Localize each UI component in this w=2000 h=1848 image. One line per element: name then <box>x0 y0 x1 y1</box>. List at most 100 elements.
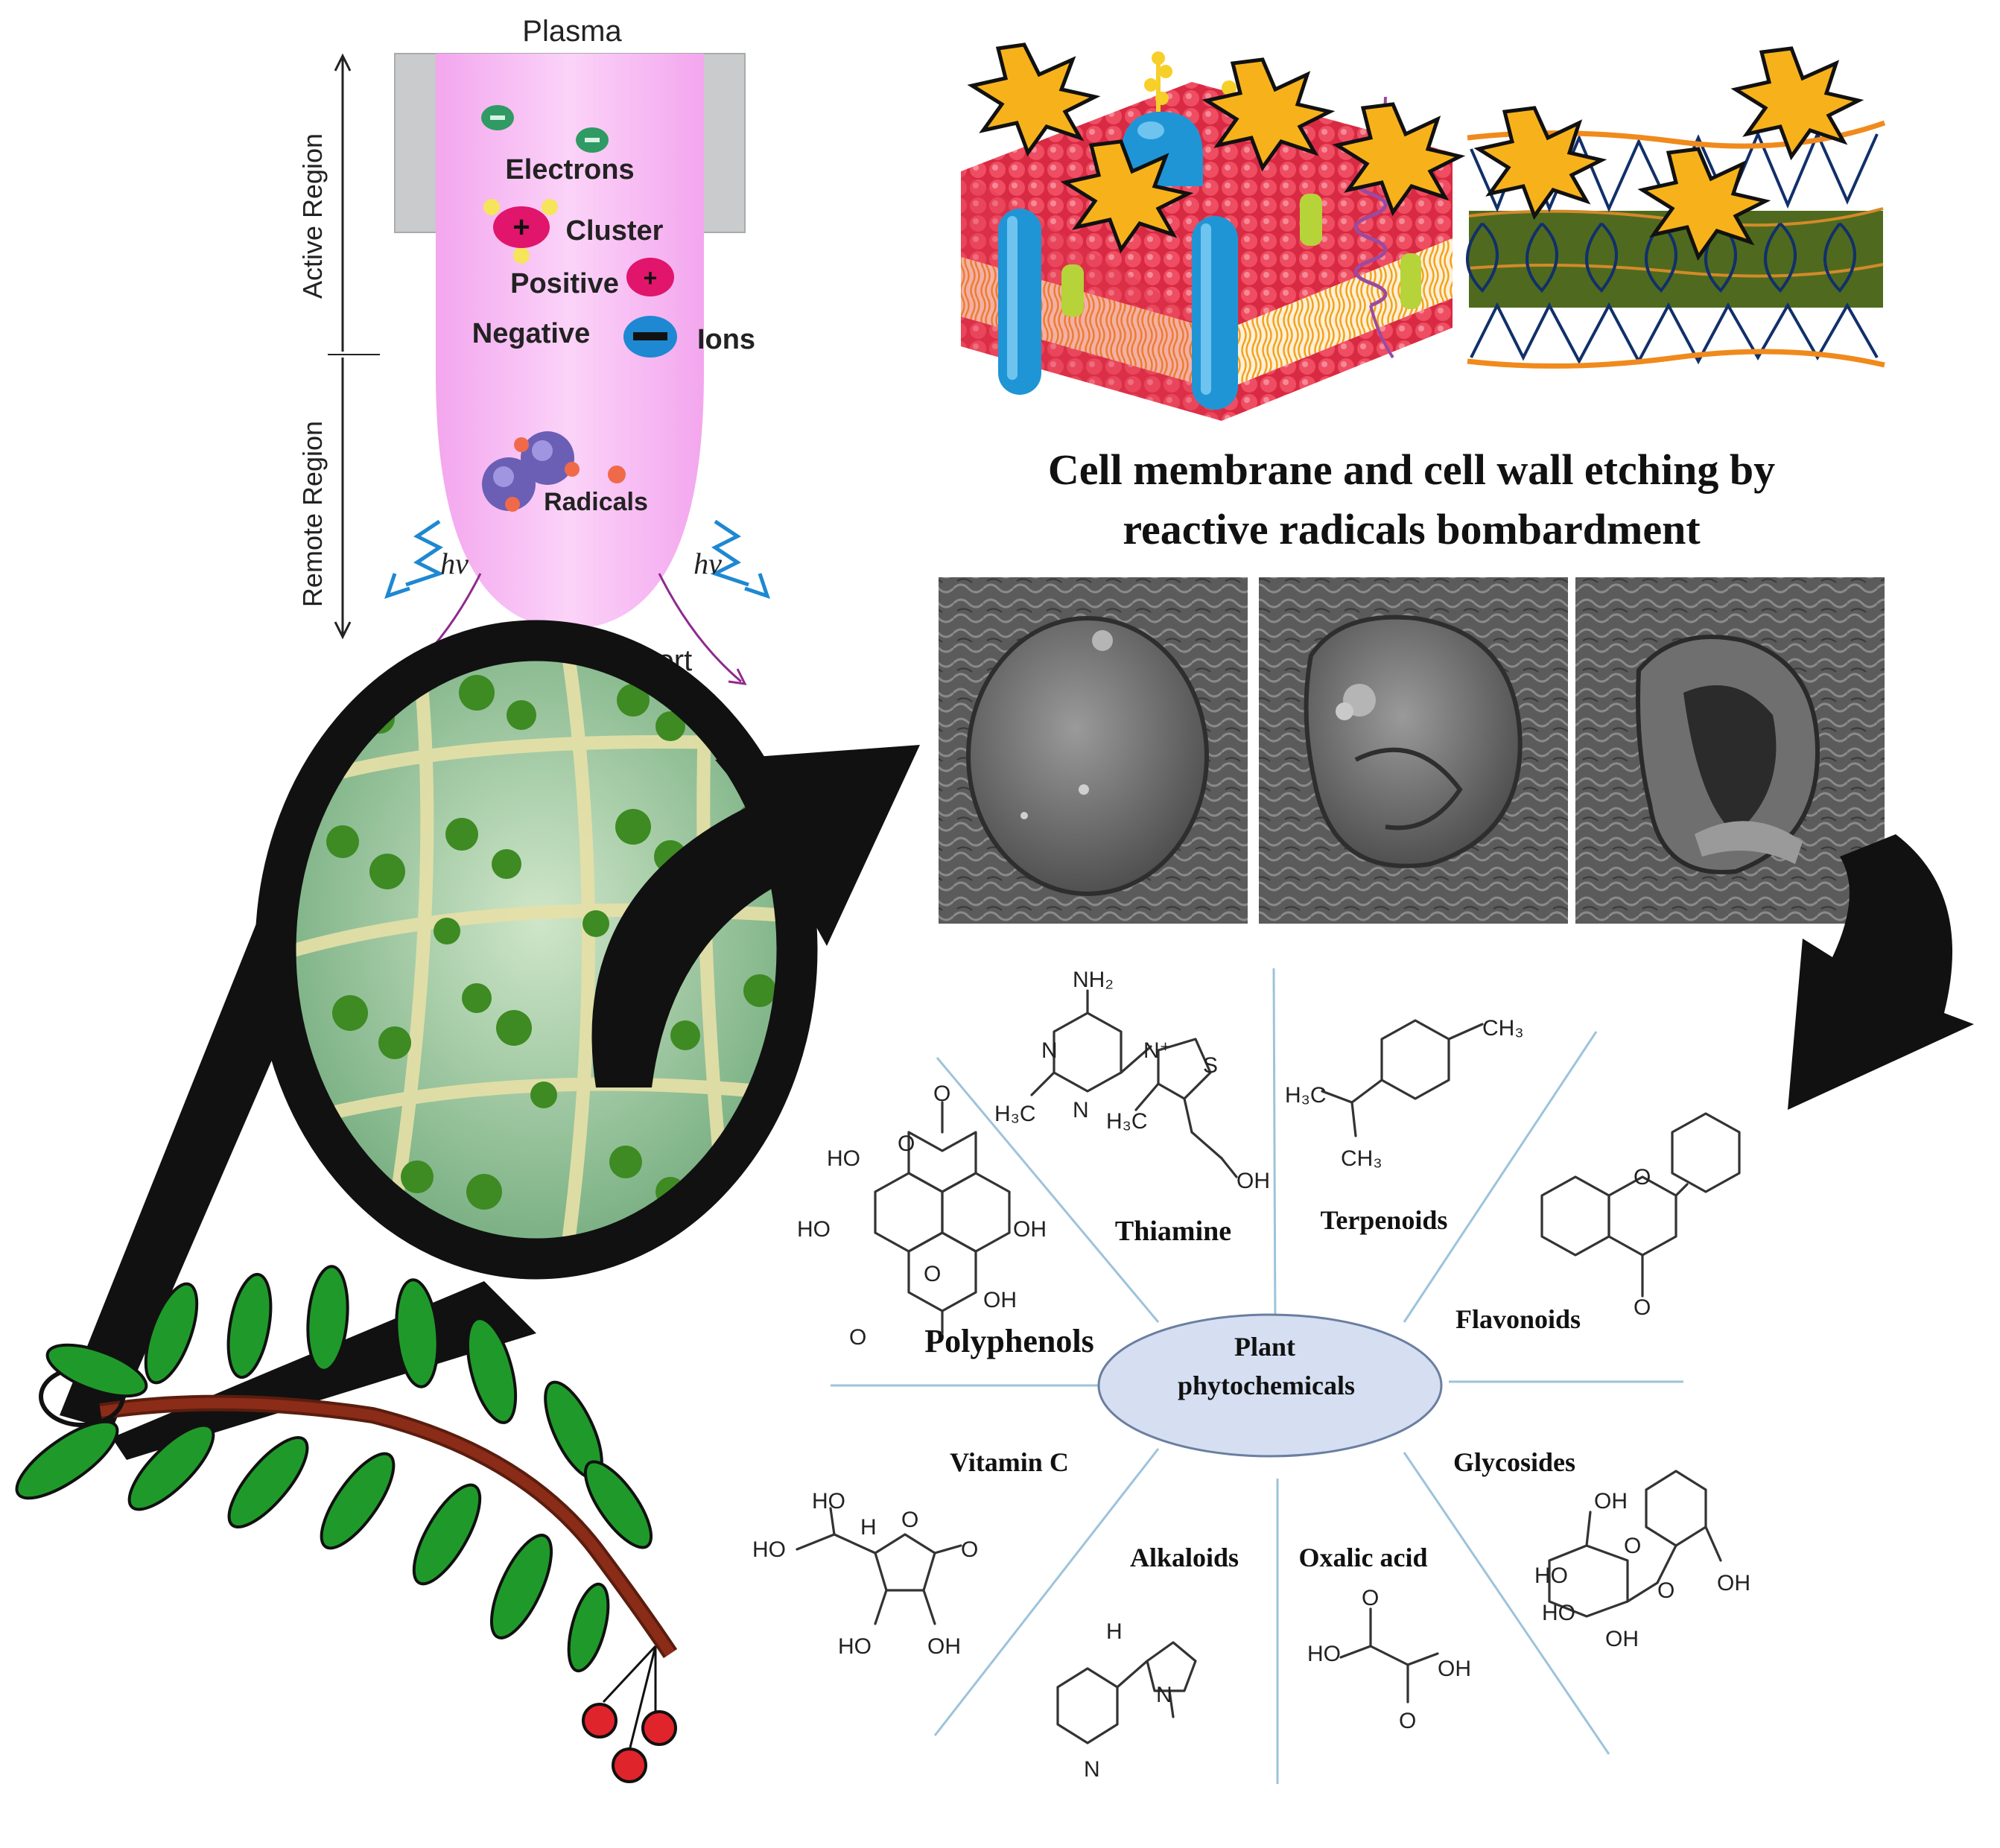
thiamine-label: Thiamine <box>1115 1216 1231 1247</box>
svg-text:H: H <box>1106 1619 1123 1644</box>
svg-text:O: O <box>1634 1295 1651 1320</box>
radical-burst-icon <box>1730 46 1864 161</box>
svg-text:OH: OH <box>1438 1657 1471 1681</box>
svg-text:O: O <box>933 1082 950 1106</box>
center-label-line1: Plant <box>1234 1332 1295 1362</box>
svg-text:OH: OH <box>927 1634 961 1659</box>
hv-right-label: hv <box>693 547 722 580</box>
svg-text:OH: OH <box>1594 1489 1628 1514</box>
svg-text:CH₃: CH₃ <box>1482 1016 1524 1041</box>
svg-text:H₃C: H₃C <box>1106 1109 1148 1134</box>
center-ellipse <box>1097 1313 1443 1458</box>
polyphenols-label: Polyphenols <box>924 1323 1093 1359</box>
sem-image-damaged <box>1259 577 1568 924</box>
cell-membrane-illustration <box>961 51 1453 421</box>
svg-text:N⁺: N⁺ <box>1143 1038 1172 1063</box>
svg-text:+: + <box>512 211 530 244</box>
radical-burst-icon <box>1060 139 1194 254</box>
photon-icon <box>710 519 770 599</box>
positive-label: Positive <box>510 268 619 299</box>
svg-text:H₃C: H₃C <box>994 1102 1036 1126</box>
thiamine-structure: NH₂ N N H₃C N⁺ S H₃C OH <box>994 968 1270 1193</box>
negative-ion-icon <box>623 316 677 358</box>
berry-icon <box>582 1703 677 1783</box>
etching-caption-line1: Cell membrane and cell wall etching by <box>1048 445 1775 494</box>
plasma-jet-diagram: Plasma Active Region Remote Region Elect… <box>297 15 770 700</box>
alkaloids-label: Alkaloids <box>1130 1543 1239 1572</box>
hv-left-label: hv <box>440 547 469 580</box>
svg-text:O: O <box>901 1508 918 1532</box>
photon-icon <box>384 519 445 599</box>
ions-label: Ions <box>697 324 755 355</box>
magnifier-ring <box>255 620 818 1280</box>
svg-text:OH: OH <box>1236 1169 1270 1193</box>
radical-burst-icon <box>967 42 1101 157</box>
polyphenol-structure: HO HO OH OH O O O O <box>797 1082 1047 1350</box>
radical-burst-icon <box>1201 57 1336 172</box>
oxalic-acid-structure: O HO OH O <box>1307 1586 1471 1733</box>
svg-text:H: H <box>860 1515 877 1540</box>
phytochemicals-diagram: Plant phytochemicals Thiamine Terpenoids… <box>752 968 1750 1784</box>
glycosides-label: Glycosides <box>1453 1447 1575 1477</box>
svg-text:O: O <box>1624 1534 1641 1558</box>
active-region-label: Active Region <box>297 133 328 299</box>
oxalic-acid-label: Oxalic acid <box>1299 1543 1428 1572</box>
svg-text:O: O <box>1657 1578 1674 1603</box>
svg-text:O: O <box>924 1262 941 1286</box>
plant-branch-illustration <box>15 1265 678 1783</box>
radical-icon <box>482 431 626 512</box>
svg-text:N: N <box>1073 1098 1089 1123</box>
svg-text:O: O <box>898 1131 915 1156</box>
svg-text:O: O <box>1399 1709 1416 1733</box>
glycoside-structure: OH HO HO OH O O OH <box>1534 1470 1750 1651</box>
radical-burst-icon <box>1473 106 1607 220</box>
flavonoids-label: Flavonoids <box>1455 1304 1581 1334</box>
svg-text:HO: HO <box>1542 1601 1575 1625</box>
svg-text:CH₃: CH₃ <box>1341 1146 1382 1171</box>
vitamin-c-structure: HO HO H O O HO OH <box>752 1489 978 1659</box>
svg-text:OH: OH <box>983 1288 1017 1312</box>
svg-text:O: O <box>1634 1165 1651 1190</box>
big-arrow-icon <box>591 745 920 1087</box>
svg-text:N: N <box>1156 1683 1172 1707</box>
svg-text:N: N <box>1041 1038 1058 1063</box>
svg-text:OH: OH <box>1717 1571 1750 1595</box>
magnified-leaf-cells <box>60 620 920 1460</box>
terpenoid-structure: CH₃ H₃C CH₃ <box>1285 1016 1524 1171</box>
sem-image-intact <box>939 577 1248 924</box>
electron-icon <box>481 105 514 130</box>
svg-text:HO: HO <box>1307 1642 1341 1666</box>
cluster-label: Cluster <box>566 215 664 247</box>
protein-channel-icon <box>1192 216 1238 410</box>
svg-text:O: O <box>849 1325 866 1350</box>
radicals-label: Radicals <box>544 488 648 516</box>
negative-label: Negative <box>472 318 590 349</box>
alkaloid-structure: H N N <box>1056 1619 1197 1782</box>
etching-caption-line2: reactive radicals bombardment <box>1123 505 1701 553</box>
svg-text:+: + <box>644 264 658 291</box>
svg-text:O: O <box>961 1537 978 1562</box>
ray-lines <box>831 968 1683 1784</box>
svg-text:HO: HO <box>827 1146 860 1171</box>
curved-arrow-icon <box>1788 834 1974 1110</box>
svg-text:H₃C: H₃C <box>1285 1083 1327 1108</box>
electron-icon <box>576 127 609 153</box>
svg-text:S: S <box>1203 1053 1218 1078</box>
radical-burst-icon <box>1637 147 1771 261</box>
sem-image-ruptured <box>1575 577 1885 924</box>
plasma-title: Plasma <box>522 15 622 48</box>
electrons-label: Electrons <box>505 154 634 185</box>
radical-burst-icon <box>1332 102 1466 217</box>
svg-text:NH₂: NH₂ <box>1073 968 1114 992</box>
svg-text:HO: HO <box>797 1217 831 1242</box>
center-label-line2: phytochemicals <box>1178 1371 1355 1400</box>
vitamin-c-label: Vitamin C <box>950 1447 1069 1477</box>
positive-ion-icon: + <box>626 258 674 296</box>
remote-region-label: Remote Region <box>297 421 328 607</box>
svg-text:O: O <box>1362 1586 1379 1610</box>
svg-text:HO: HO <box>838 1634 872 1659</box>
svg-text:N: N <box>1084 1757 1100 1782</box>
svg-text:HO: HO <box>812 1489 845 1514</box>
cluster-icon: + <box>483 199 558 264</box>
